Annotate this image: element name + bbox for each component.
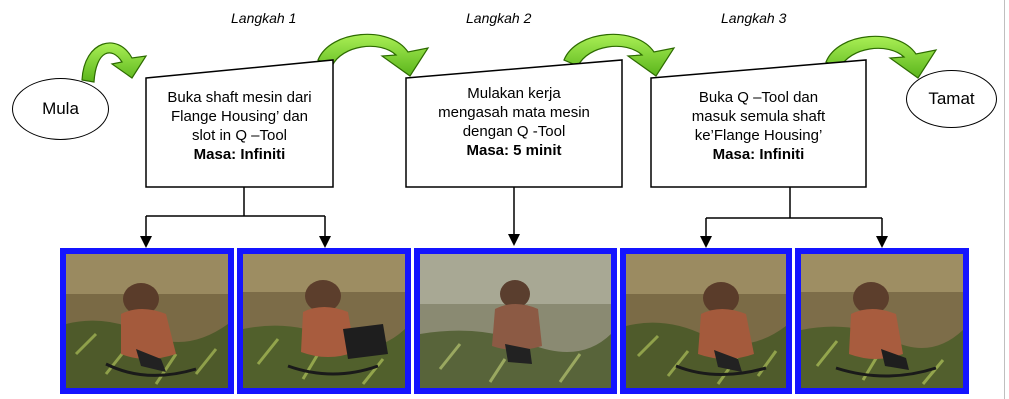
- step3-photo-b: [795, 248, 969, 394]
- step3-photo-a: [620, 248, 792, 394]
- step-2-line-3: dengan Q -Tool: [462, 123, 566, 140]
- arrowhead-2: [508, 234, 520, 246]
- right-edge-line: [1004, 0, 1005, 399]
- step-2-line-1: Mulakan kerja: [467, 85, 561, 102]
- step-3-time: Masa: Infiniti: [712, 146, 805, 163]
- step-label-3: Langkah 3: [721, 10, 787, 26]
- connector-1: [145, 187, 326, 238]
- end-oval: Tamat: [906, 70, 997, 128]
- curved-arrow-3: [563, 33, 676, 77]
- start-oval: Mula: [12, 78, 109, 140]
- step1-photo-b: [237, 248, 411, 394]
- step2-photo: [414, 248, 617, 394]
- step-label-2: Langkah 2: [466, 10, 532, 26]
- step-1-line-1: Buka shaft mesin dari: [167, 89, 312, 106]
- curved-arrow-1: [81, 42, 148, 83]
- connector-3: [705, 187, 883, 238]
- arrowhead-1b: [319, 236, 331, 248]
- step1-photo-a: [60, 248, 234, 394]
- step-3-line-3: ke’Flange Housing’: [694, 127, 823, 144]
- step-3-line-2: masuk semula shaft: [691, 108, 826, 125]
- step-1-line-3: slot in Q –Tool: [191, 127, 288, 144]
- curved-arrow-2: [317, 33, 430, 77]
- step-2-time: Masa: 5 minit: [466, 142, 562, 159]
- step-text-3: Buka Q –Tool dan masuk semula shaft ke’F…: [651, 88, 866, 164]
- step-text-2: Mulakan kerja mengasah mata mesin dengan…: [406, 84, 622, 160]
- step-1-time: Masa: Infiniti: [193, 146, 286, 163]
- step-3-line-1: Buka Q –Tool dan: [698, 89, 819, 106]
- arrowhead-3b: [876, 236, 888, 248]
- start-label: Mula: [42, 99, 79, 118]
- step-box-3: [650, 59, 867, 188]
- curved-arrow-4: [825, 35, 938, 79]
- step-box-1: [145, 59, 334, 188]
- step-label-1: Langkah 1: [231, 10, 297, 26]
- step-box-2: [405, 59, 623, 188]
- step-1-line-2: Flange Housing’ dan: [170, 108, 309, 125]
- step-text-1: Buka shaft mesin dari Flange Housing’ da…: [146, 88, 333, 164]
- end-label: Tamat: [928, 89, 975, 108]
- arrowhead-1a: [140, 236, 152, 248]
- step-2-line-2: mengasah mata mesin: [438, 104, 590, 121]
- arrowhead-3a: [700, 236, 712, 248]
